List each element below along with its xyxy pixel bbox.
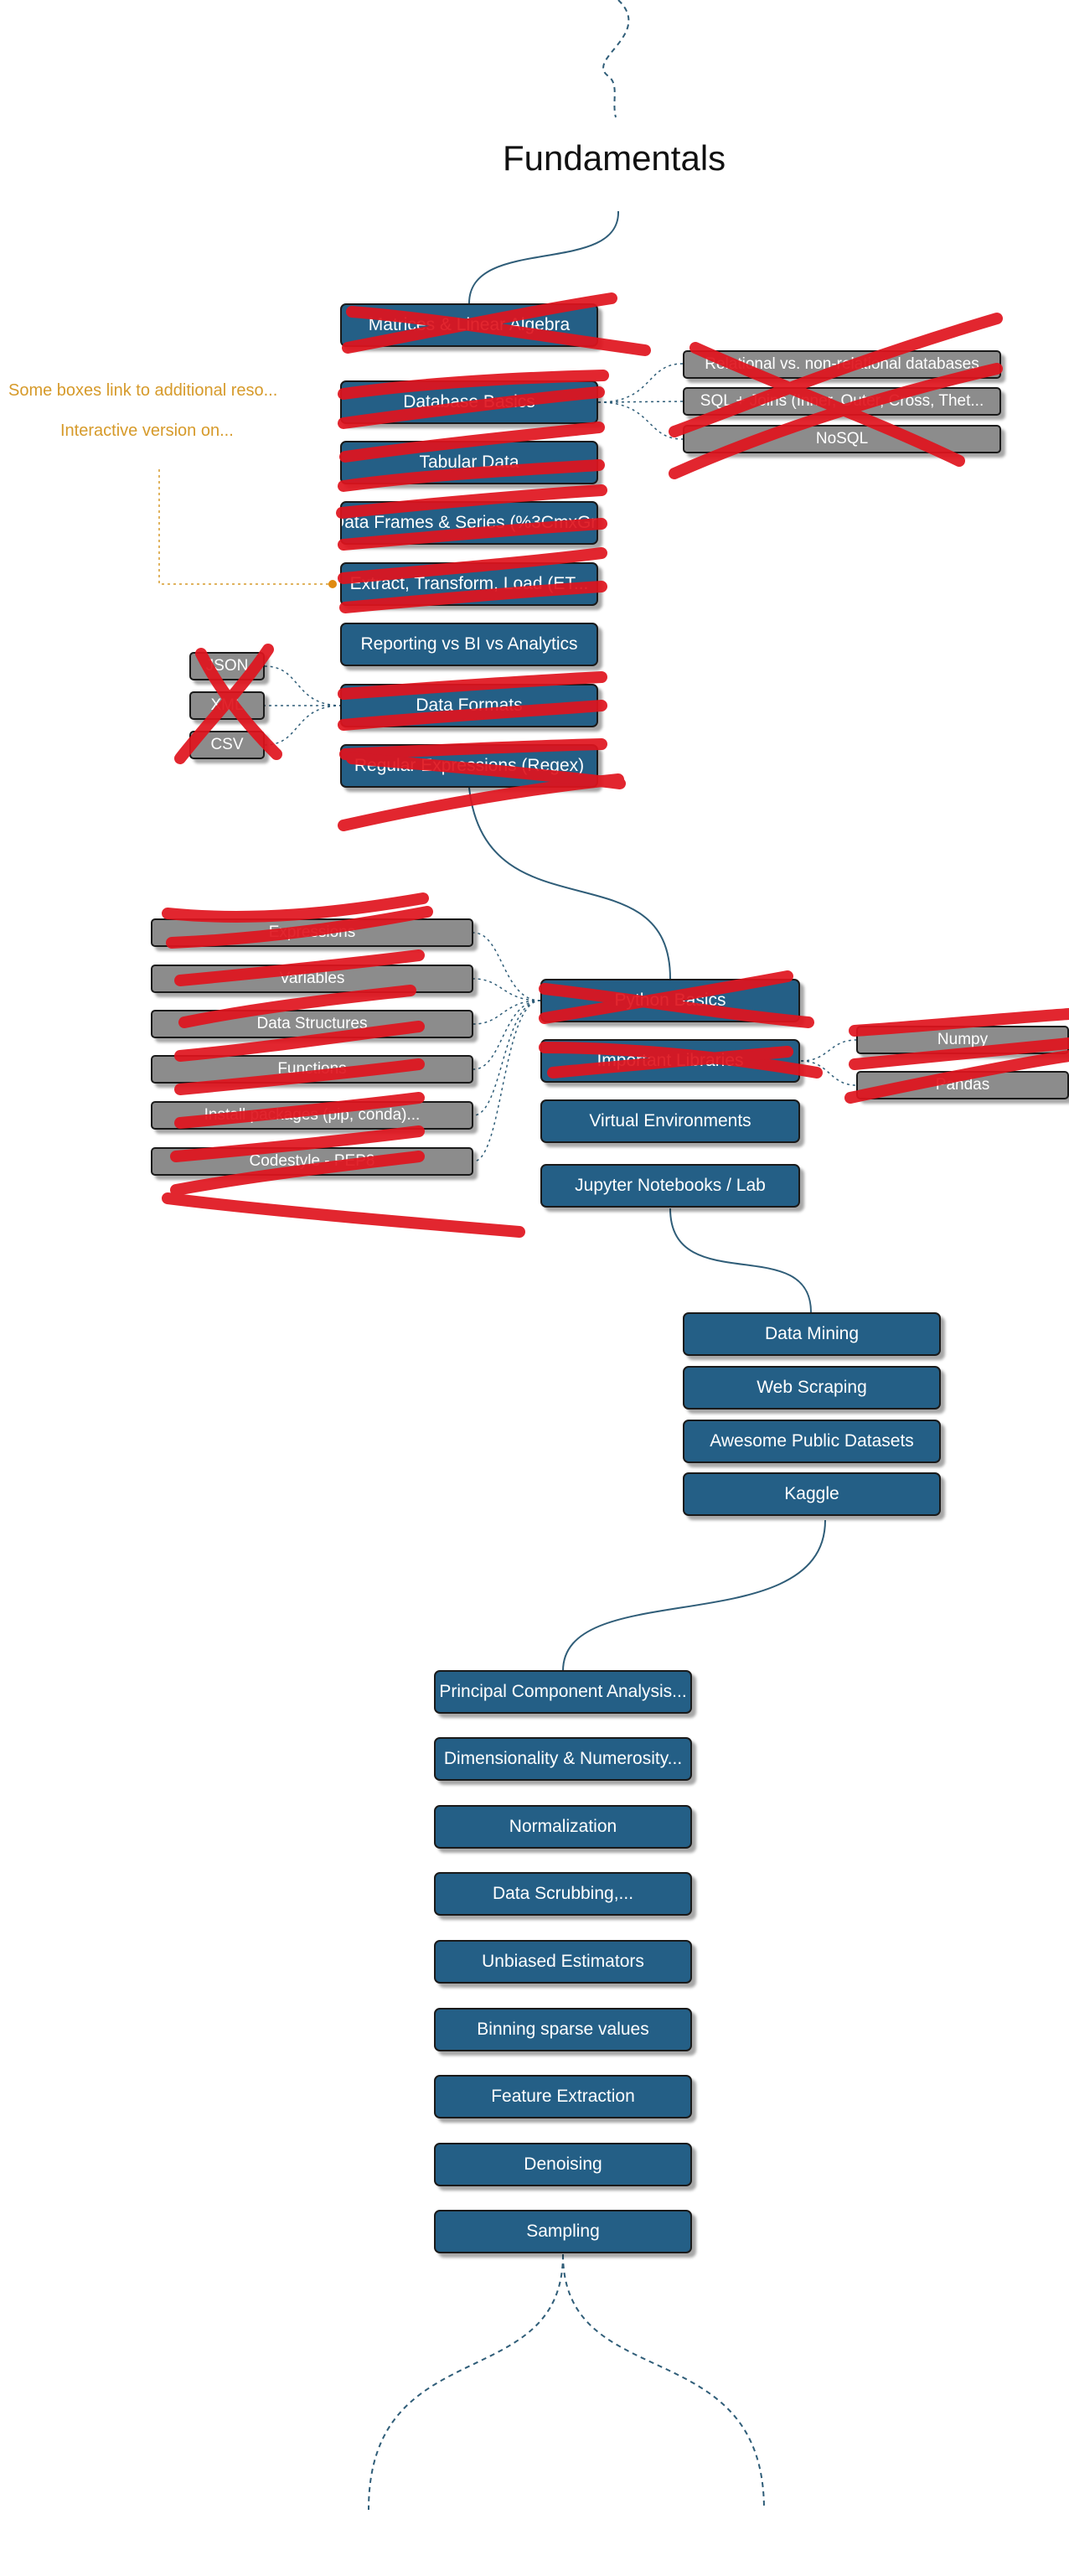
node-data-frames-series[interactable]: Data Frames & Series (%3CmxGra <box>340 501 598 545</box>
node-data-scrubbing[interactable]: Data Scrubbing,... <box>434 1872 692 1916</box>
node-web-scraping[interactable]: Web Scraping <box>683 1366 941 1410</box>
node-binning-sparse-values[interactable]: Binning sparse values <box>434 2008 692 2051</box>
note-connector <box>158 469 331 585</box>
node-denoising[interactable]: Denoising <box>434 2143 692 2186</box>
node-nosql[interactable]: NoSQL <box>683 425 1001 453</box>
node-data-formats[interactable]: Data Formats <box>340 684 598 727</box>
node-json[interactable]: JSON <box>189 652 265 680</box>
connector-fundamentals-python <box>468 787 671 980</box>
node-sampling[interactable]: Sampling <box>434 2210 692 2253</box>
node-normalization[interactable]: Normalization <box>434 1805 692 1849</box>
node-regular-expressions[interactable]: Regular Expressions (Regex) <box>340 744 598 788</box>
node-relational-vs-nonrelational[interactable]: Relational vs. non-relational databases <box>683 350 1001 379</box>
connector-title-fundamentals <box>468 210 620 304</box>
node-numpy[interactable]: Numpy <box>856 1026 1069 1054</box>
node-important-libraries[interactable]: Important Libraries <box>540 1039 800 1083</box>
node-data-mining[interactable]: Data Mining <box>683 1312 941 1356</box>
node-install-packages[interactable]: Install packages (pip, conda)... <box>151 1101 473 1130</box>
connector-python-sources <box>669 1208 812 1313</box>
node-reporting-bi-analytics[interactable]: Reporting vs BI vs Analytics <box>340 623 598 666</box>
note-interactive-version[interactable]: Interactive version on... <box>60 422 234 440</box>
node-xml[interactable]: XML <box>189 691 265 720</box>
node-feature-extraction[interactable]: Feature Extraction <box>434 2075 692 2118</box>
node-jupyter-notebooks-lab[interactable]: Jupyter Notebooks / Lab <box>540 1164 800 1208</box>
note-anchor-dot <box>328 580 337 588</box>
connector-top <box>602 0 630 118</box>
node-codestyle-pep8[interactable]: Codestyle - PEP8 <box>151 1147 473 1176</box>
node-dimensionality-numerosity[interactable]: Dimensionality & Numerosity... <box>434 1737 692 1781</box>
connector-bottom-left <box>368 2253 564 2511</box>
node-data-structures[interactable]: Data Structures <box>151 1010 473 1038</box>
node-extract-transform-load[interactable]: Extract, Transform, Load (ET... <box>340 562 598 606</box>
node-pandas[interactable]: Pandas <box>856 1071 1069 1099</box>
connector-sources-preprocessing <box>562 1519 826 1672</box>
node-kaggle[interactable]: Kaggle <box>683 1472 941 1516</box>
note-additional-resources[interactable]: Some boxes link to additional reso... <box>8 381 278 400</box>
connector-bottom-right <box>562 2253 765 2511</box>
node-database-basics[interactable]: Database Basics <box>340 380 598 424</box>
node-expressions[interactable]: Expressions <box>151 918 473 947</box>
node-unbiased-estimators[interactable]: Unbiased Estimators <box>434 1940 692 1984</box>
node-awesome-public-datasets[interactable]: Awesome Public Datasets <box>683 1420 941 1463</box>
node-csv[interactable]: CSV <box>189 731 265 759</box>
section-title: Fundamentals <box>503 138 726 178</box>
node-functions[interactable]: Functions <box>151 1055 473 1084</box>
node-python-basics[interactable]: Python Basics <box>540 979 800 1022</box>
node-matrices-linear-algebra[interactable]: Matrices & Linear Algebra <box>340 303 598 347</box>
node-sql-joins[interactable]: SQL + Joins (Inner, Outer, Cross, Thet..… <box>683 387 1001 416</box>
node-virtual-environments[interactable]: Virtual Environments <box>540 1099 800 1143</box>
node-principal-component-analysis[interactable]: Principal Component Analysis... <box>434 1670 692 1714</box>
node-variables[interactable]: Variables <box>151 965 473 993</box>
node-tabular-data[interactable]: Tabular Data <box>340 441 598 484</box>
